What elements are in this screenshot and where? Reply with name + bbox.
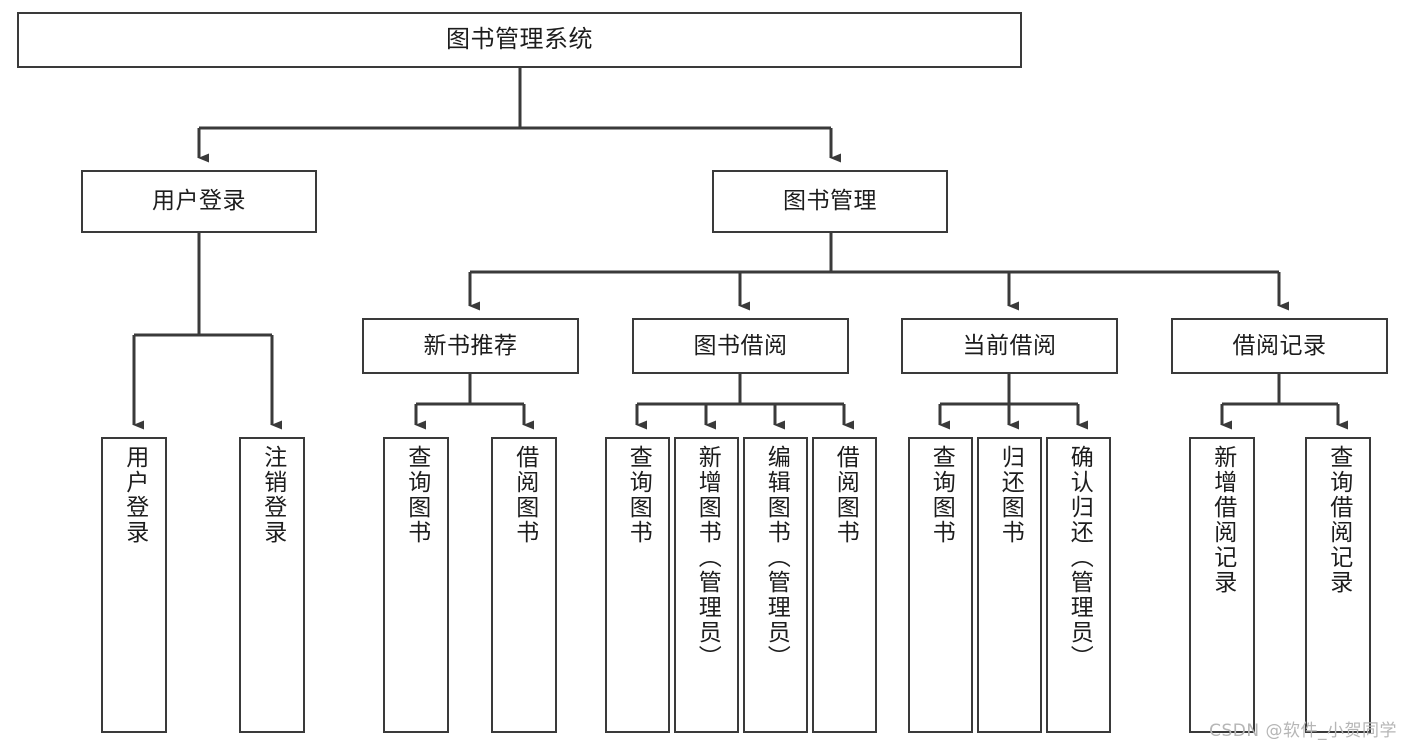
node-label: 用户登录 [152, 188, 246, 215]
node-leaf-confirm-return[interactable]: 确认归还（管理员） [1046, 437, 1111, 733]
node-leaf-query-book-new[interactable]: 查询图书 [383, 437, 449, 733]
node-leaf-user-login[interactable]: 用户登录 [101, 437, 167, 733]
node-label: 图书管理 [783, 188, 877, 215]
node-label: 查询图书 [928, 445, 955, 545]
node-leaf-query-borrow-record[interactable]: 查询借阅记录 [1305, 437, 1371, 733]
node-label: 查询图书 [403, 445, 430, 545]
node-label: 借阅图书 [511, 445, 538, 545]
node-root-book-management-system[interactable]: 图书管理系统 [17, 12, 1022, 68]
node-label: 新书推荐 [423, 332, 518, 359]
node-label: 借阅记录 [1232, 332, 1327, 359]
node-leaf-add-book[interactable]: 新增图书（管理员） [674, 437, 739, 733]
node-label: 借阅图书 [832, 445, 859, 545]
node-leaf-borrow-book-borrow[interactable]: 借阅图书 [812, 437, 877, 733]
node-label: 图书借阅 [693, 332, 788, 359]
node-leaf-add-borrow-record[interactable]: 新增借阅记录 [1189, 437, 1255, 733]
node-current-borrow[interactable]: 当前借阅 [901, 318, 1118, 374]
node-label: 新增借阅记录 [1209, 445, 1236, 595]
node-label: 新增图书（管理员） [694, 445, 721, 670]
node-label: 编辑图书（管理员） [763, 445, 790, 670]
node-book-borrow[interactable]: 图书借阅 [632, 318, 849, 374]
node-label: 查询借阅记录 [1325, 445, 1352, 595]
node-label: 查询图书 [625, 445, 652, 545]
node-book-management[interactable]: 图书管理 [712, 170, 948, 233]
node-label: 用户登录 [121, 445, 148, 545]
node-leaf-logout-login[interactable]: 注销登录 [239, 437, 305, 733]
node-borrow-record[interactable]: 借阅记录 [1171, 318, 1388, 374]
csdn-watermark: CSDN @软件_小贺同学 [1209, 721, 1397, 741]
node-user-login[interactable]: 用户登录 [81, 170, 317, 233]
node-label: 确认归还（管理员） [1066, 445, 1093, 670]
node-label: 当前借阅 [962, 332, 1057, 359]
node-new-book-recommend[interactable]: 新书推荐 [362, 318, 579, 374]
node-leaf-borrow-book-new[interactable]: 借阅图书 [491, 437, 557, 733]
node-label: 图书管理系统 [446, 25, 593, 54]
node-label: 注销登录 [259, 445, 286, 545]
node-label: 归还图书 [997, 445, 1024, 545]
node-leaf-return-book[interactable]: 归还图书 [977, 437, 1042, 733]
node-leaf-edit-book[interactable]: 编辑图书（管理员） [743, 437, 808, 733]
node-leaf-query-book-borrow[interactable]: 查询图书 [605, 437, 670, 733]
node-leaf-query-book-current[interactable]: 查询图书 [908, 437, 973, 733]
